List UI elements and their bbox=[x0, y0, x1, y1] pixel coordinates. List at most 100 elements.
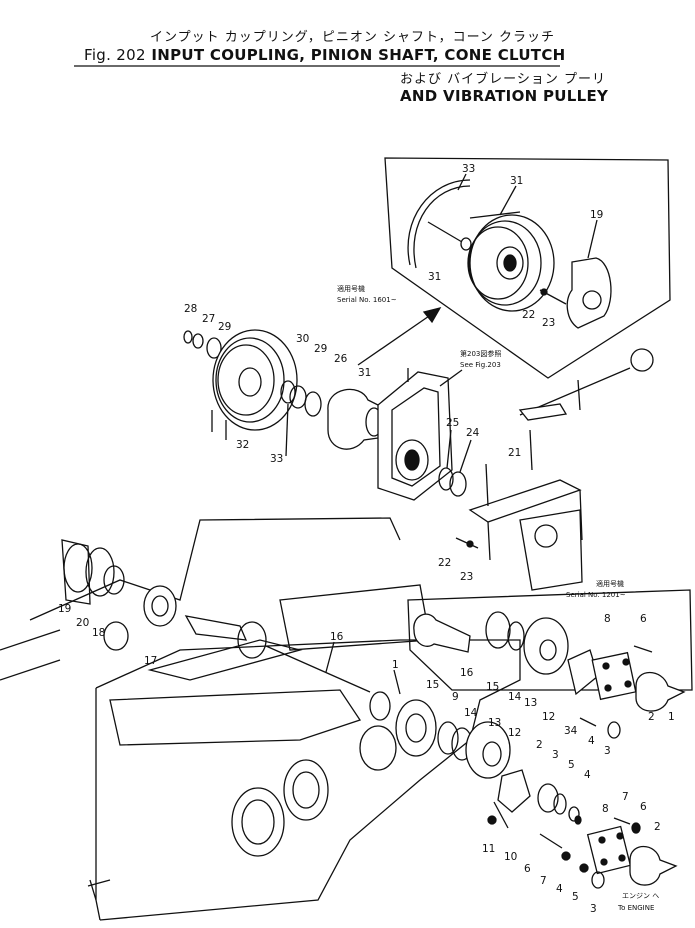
callout-8-low: 8 bbox=[602, 803, 609, 815]
inset-coupling-bolt4 bbox=[624, 680, 632, 688]
case-bore-3 bbox=[359, 725, 397, 771]
inset-flange-hub bbox=[539, 639, 557, 661]
nut-11 bbox=[487, 815, 497, 825]
callout-16-inset: 16 bbox=[460, 667, 474, 679]
leader-24 bbox=[459, 439, 472, 473]
callout-16-mid: 16 bbox=[330, 631, 344, 643]
callout-34: 34 bbox=[564, 725, 578, 737]
case-top-face bbox=[109, 689, 362, 746]
shaft-spline bbox=[184, 615, 248, 641]
inset-flange-2 bbox=[635, 671, 686, 712]
case-inspection-cover bbox=[147, 639, 303, 681]
callout-30: 30 bbox=[296, 333, 309, 345]
inset-coupling-8 bbox=[591, 651, 637, 701]
coupling-8-bolt1 bbox=[598, 836, 606, 844]
leader-see-fig bbox=[439, 369, 463, 387]
part-5 bbox=[568, 806, 580, 822]
bearing-17 bbox=[143, 585, 177, 627]
nut-4-low bbox=[579, 863, 589, 873]
bracket-21-legs bbox=[487, 489, 583, 561]
case-bore-1-inner bbox=[241, 799, 275, 845]
callout-6-low: 6 bbox=[524, 863, 531, 875]
bearing-15 bbox=[395, 699, 437, 757]
part-2 bbox=[537, 783, 559, 813]
inset-coupling-bolt3 bbox=[604, 684, 612, 692]
bolt-10 bbox=[493, 801, 509, 829]
title-en-line1-text: INPUT COUPLING, PINION SHAFT, CONE CLUTC… bbox=[151, 46, 566, 64]
callout-23-inset: 23 bbox=[542, 317, 555, 329]
nut-7-low bbox=[561, 851, 571, 861]
callout-3-inset: 3 bbox=[604, 745, 611, 757]
pulley-32-hub bbox=[238, 367, 262, 397]
callout-33-inset: 33 bbox=[462, 163, 475, 175]
callout-2-right: 2 bbox=[654, 821, 661, 833]
inset-part-14 bbox=[507, 621, 525, 651]
callout-22-mid: 22 bbox=[438, 557, 451, 569]
callout-12-inset: 12 bbox=[542, 711, 555, 723]
inset-bearing-15 bbox=[485, 611, 511, 649]
note-serial-top: Serial No. 1601~ bbox=[337, 296, 397, 304]
part-18 bbox=[103, 565, 125, 595]
shaft-body bbox=[265, 645, 371, 693]
inset-coupling-bolt2 bbox=[622, 658, 630, 666]
callout-8-inset: 8 bbox=[604, 613, 611, 625]
inset-nut bbox=[540, 288, 548, 296]
callout-29a: 29 bbox=[218, 321, 231, 333]
case-foot bbox=[87, 879, 111, 901]
inset-cone-clutch-ring1 bbox=[468, 220, 542, 306]
inset-cone-clutch-ring2 bbox=[467, 226, 529, 300]
inset-frame-top bbox=[384, 157, 671, 379]
inset-pinion-shaft bbox=[413, 613, 471, 653]
note-see-fig-jp: 第203図参照 bbox=[460, 349, 501, 358]
inset-bolt-34 bbox=[579, 717, 597, 727]
lever-arm bbox=[518, 403, 568, 421]
callout-19-lower: 19 bbox=[58, 603, 71, 615]
callout-11: 11 bbox=[482, 843, 495, 855]
callout-5-low: 5 bbox=[568, 759, 575, 771]
callout-4-inset: 4 bbox=[588, 735, 595, 747]
flange-2 bbox=[629, 845, 678, 886]
inset-coupling-bolt1 bbox=[602, 662, 610, 670]
gear-case bbox=[0, 517, 521, 921]
part-3 bbox=[553, 793, 567, 815]
inset-arc-spring-inner bbox=[413, 185, 471, 269]
callout-3-low: 3 bbox=[552, 749, 559, 761]
title-en-line1: Fig. 202 INPUT COUPLING, PINION SHAFT, C… bbox=[84, 46, 566, 64]
callout-18: 18 bbox=[92, 627, 105, 639]
figure-number: Fig. 202 bbox=[84, 46, 146, 64]
leader-16 bbox=[325, 641, 335, 673]
callout-7-low: 7 bbox=[540, 875, 547, 887]
washer-3-low bbox=[591, 871, 605, 889]
bearing-17-inner bbox=[151, 595, 169, 617]
callout-23-mid: 23 bbox=[460, 571, 473, 583]
note-serial-top-jp: 適用号機 bbox=[337, 284, 365, 293]
part-12 bbox=[497, 769, 531, 813]
callout-6-right: 6 bbox=[640, 801, 647, 813]
flange-13 bbox=[465, 721, 511, 779]
pulley-32-rim2 bbox=[217, 344, 275, 416]
coupling-8-bolt4 bbox=[618, 854, 626, 862]
inset-washer-3 bbox=[607, 721, 621, 739]
callout-13-inset: 13 bbox=[524, 697, 537, 709]
plate bbox=[519, 509, 583, 591]
leader-33 bbox=[457, 173, 467, 191]
part-19-face bbox=[63, 543, 93, 593]
callout-31-mid: 31 bbox=[358, 367, 371, 379]
key-1 bbox=[393, 669, 401, 695]
lower-coupling: 15 9 14 13 12 1 2 3 5 4 7 6 8 2 11 10 6 … bbox=[392, 659, 678, 915]
inset-pointer-arrow bbox=[357, 313, 433, 366]
title-en-line2: AND VIBRATION PULLEY bbox=[400, 87, 609, 105]
pulley-32 bbox=[212, 329, 298, 431]
housing-window bbox=[391, 387, 441, 487]
callout-7: 7 bbox=[622, 791, 629, 803]
inset-bolt bbox=[427, 221, 463, 243]
inset-cone-clutch-hub bbox=[496, 246, 524, 280]
lever-pin bbox=[577, 379, 581, 411]
callout-10: 10 bbox=[504, 851, 517, 863]
middle-parts: 28 27 29 30 29 26 31 32 33 25 24 bbox=[183, 303, 480, 501]
coupling-8-bolt2 bbox=[616, 832, 624, 840]
leader-19 bbox=[587, 219, 598, 259]
inset-arrowhead bbox=[422, 306, 442, 324]
callout-15-low: 15 bbox=[426, 679, 439, 691]
